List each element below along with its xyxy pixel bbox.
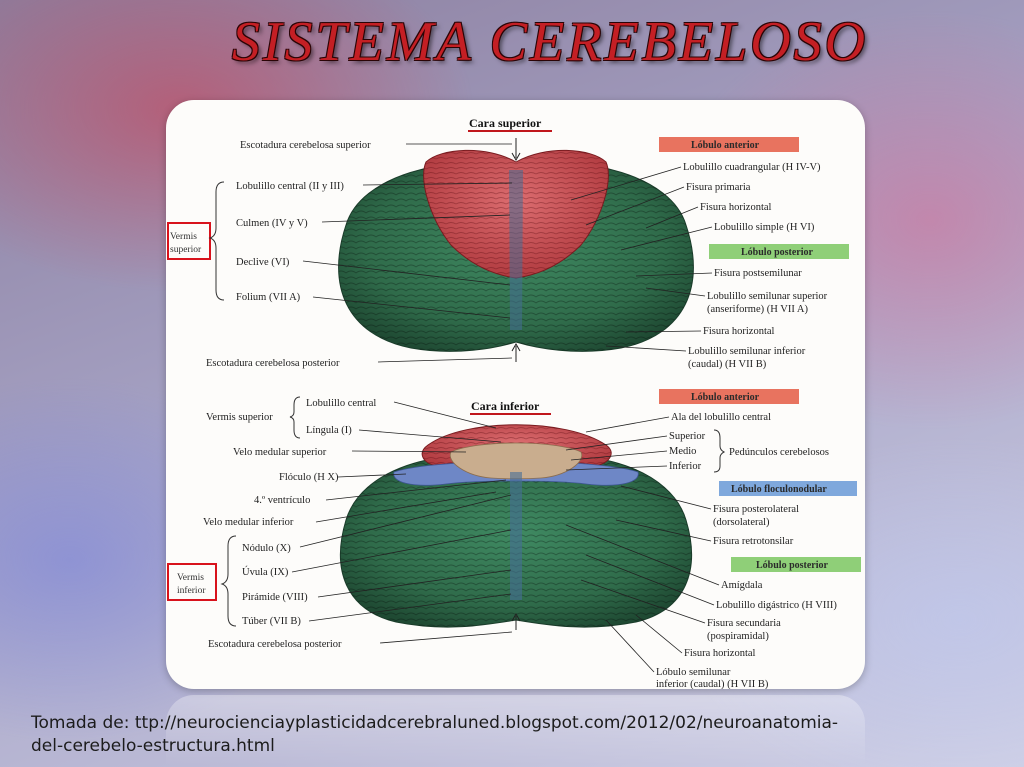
slide-title: SISTEMA CEREBELOSO xyxy=(231,11,869,73)
label-lobulillo-central-inf: Lobulillo central xyxy=(306,398,376,409)
label-uvula: Úvula (IX) xyxy=(242,566,289,578)
cerebellum-diagram: Cara superior Vermis superior Escotadura… xyxy=(167,116,861,689)
label-piramide: Pirámide (VIII) xyxy=(242,592,308,603)
label-caudal-hviib: (caudal) (H VII B) xyxy=(688,359,767,370)
source-citation: Tomada de: ttp://neurocienciayplasticida… xyxy=(31,712,1011,758)
label-inferior: Inferior xyxy=(669,461,702,472)
box-lobulo-posterior-inf xyxy=(731,557,861,572)
label-pedunculos-cerebelosos: Pedúnculos cerebelosos xyxy=(729,447,829,458)
peduncles-brace xyxy=(713,429,726,473)
label-fisura-posterolateral: Fisura posterolateral xyxy=(713,504,799,515)
label-escotadura-posterior-inf: Escotadura cerebelosa posterior xyxy=(208,639,342,650)
label-culmen: Culmen (IV y V) xyxy=(236,218,308,229)
box-lobulo-floculonodular xyxy=(719,481,857,496)
label-vermis-superior-inf: Vermis superior xyxy=(206,412,273,423)
label-fisura-horizontal-1: Fisura horizontal xyxy=(700,202,772,213)
label-pospiramidal: (pospiramidal) xyxy=(707,631,769,642)
vermis-inferior-label-2: inferior xyxy=(177,585,206,596)
inferior-vermis-strip xyxy=(510,472,522,600)
vermis-superior-brace xyxy=(208,181,225,301)
label-nodulo: Nódulo (X) xyxy=(242,543,291,554)
inferior-header: Cara inferior xyxy=(471,399,540,413)
label-lobulillo-central: Lobulillo central (II y III) xyxy=(236,181,344,192)
label-medio: Medio xyxy=(669,446,696,457)
vermis-superior-brace-inf xyxy=(289,396,301,439)
label-lobulillo-semilunar-superior: Lobulillo semilunar superior xyxy=(707,291,828,302)
label-lobulillo-simple: Lobulillo simple (H VI) xyxy=(714,222,815,233)
box-lobulo-floculonodular-label: Lóbulo floculonodular xyxy=(731,484,827,495)
superior-vermis-strip xyxy=(509,170,523,330)
label-fisura-horizontal-2: Fisura horizontal xyxy=(703,326,775,337)
label-velo-medular-inferior: Velo medular inferior xyxy=(203,517,294,528)
label-declive: Declive (VI) xyxy=(236,257,290,268)
label-lobulillo-cuadrangular: Lobulillo cuadrangular (H IV-V) xyxy=(683,162,821,173)
panel-reflection xyxy=(166,695,865,765)
label-lobulo-semilunar: Lóbulo semilunar xyxy=(656,667,731,678)
label-ala-lobulillo-central: Ala del lobulillo central xyxy=(671,412,771,423)
source-line-2: del-cerebelo-estructura.html xyxy=(31,736,275,756)
source-line-1: Tomada de: ttp://neurocienciayplasticida… xyxy=(31,713,839,733)
label-fisura-retrotonsilar: Fisura retrotonsilar xyxy=(713,536,794,547)
inferior-left-labels: Lobulillo central Língula (I) Velo medul… xyxy=(203,398,513,650)
box-lobulo-anterior-inf-label: Lóbulo anterior xyxy=(691,392,760,403)
brainstem-peduncles xyxy=(449,442,583,480)
label-tuber: Túber (VII B) xyxy=(242,616,301,627)
vermis-superior-label-2: superior xyxy=(170,245,202,255)
label-lobulillo-semilunar-inferior: Lobulillo semilunar inferior xyxy=(688,346,806,357)
label-escotadura-posterior: Escotadura cerebelosa posterior xyxy=(206,358,340,369)
label-amigdala: Amígdala xyxy=(721,580,763,591)
box-lobulo-anterior-sup-label: Lóbulo anterior xyxy=(691,140,760,151)
box-lobulo-posterior-sup-label: Lóbulo posterior xyxy=(741,247,814,258)
vermis-inferior-marker xyxy=(167,563,217,601)
vermis-inferior-label-1: Vermis xyxy=(177,573,204,583)
box-lobulo-posterior-sup xyxy=(709,244,849,259)
label-velo-medular-superior: Velo medular superior xyxy=(233,447,327,458)
vermis-inferior-brace xyxy=(220,535,237,627)
anatomy-figure-panel: Cara superior Vermis superior Escotadura… xyxy=(166,100,865,689)
vermis-superior-label-1: Vermis xyxy=(170,232,197,242)
label-lobulillo-digastrico: Lobulillo digástrico (H VIII) xyxy=(716,600,837,611)
inferior-view: Cara inferior Vermis inferior Vermis sup… xyxy=(167,389,861,689)
label-lingula: Língula (I) xyxy=(306,425,352,436)
label-escotadura-superior: Escotadura cerebelosa superior xyxy=(240,140,371,151)
box-lobulo-anterior-sup xyxy=(659,137,799,152)
label-inferior-caudal: inferior (caudal) (H VII B) xyxy=(656,679,769,689)
label-fisura-postsemilunar: Fisura postsemilunar xyxy=(714,268,802,279)
label-floculo: Flóculo (H X) xyxy=(279,472,339,483)
label-folium: Folium (VII A) xyxy=(236,292,301,303)
box-lobulo-posterior-inf-label: Lóbulo posterior xyxy=(756,560,829,571)
label-anseriforme: (anseriforme) (H VII A) xyxy=(707,304,808,315)
label-cuarto-ventriculo: 4.º ventrículo xyxy=(254,495,310,506)
label-superior: Superior xyxy=(669,431,706,442)
label-fisura-secundaria: Fisura secundaria xyxy=(707,618,781,629)
box-lobulo-anterior-inf xyxy=(659,389,799,404)
label-dorsolateral: (dorsolateral) xyxy=(713,517,770,528)
superior-view: Cara superior Vermis superior Escotadura… xyxy=(167,116,849,370)
superior-header: Cara superior xyxy=(469,116,542,130)
label-fisura-horizontal-inf: Fisura horizontal xyxy=(684,648,756,659)
label-fisura-primaria: Fisura primaria xyxy=(686,182,751,193)
superior-left-labels: Escotadura cerebelosa superior Lobulillo… xyxy=(206,140,513,369)
vermis-superior-marker xyxy=(167,222,211,260)
